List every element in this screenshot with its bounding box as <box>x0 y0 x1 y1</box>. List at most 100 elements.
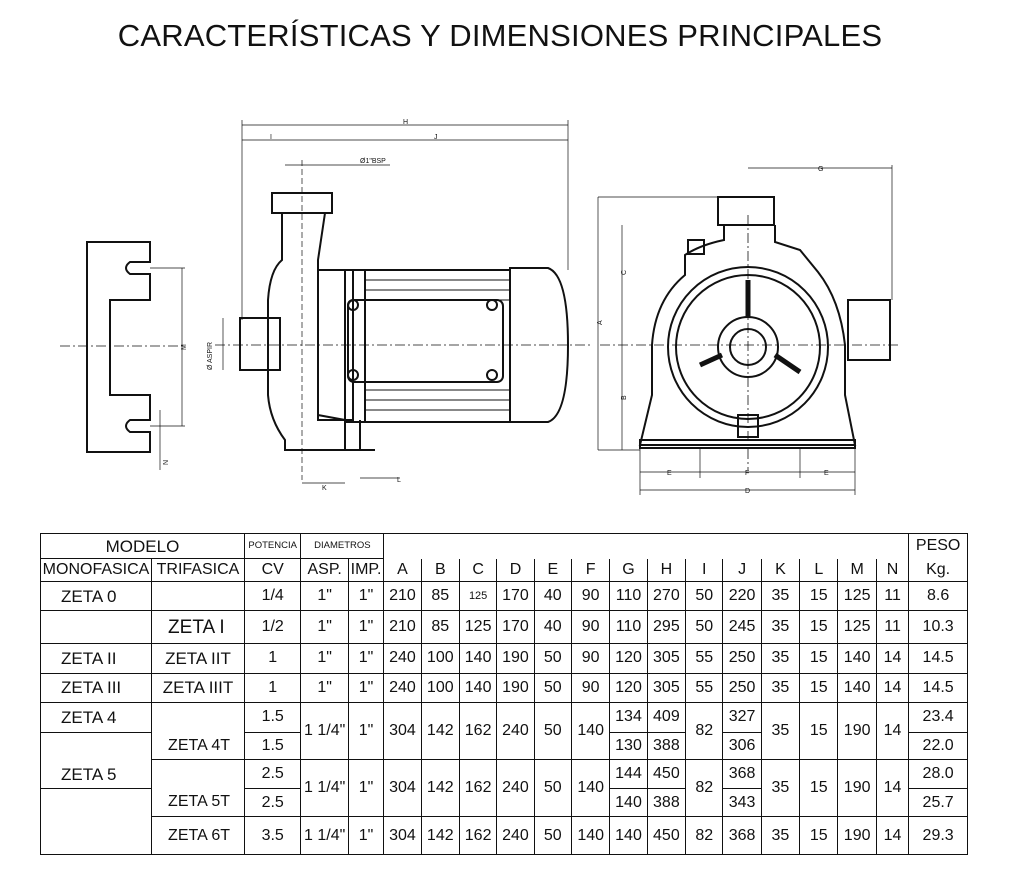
cell-h: 305 <box>646 643 687 674</box>
pump-front-view <box>597 165 900 495</box>
dim-label-i: I <box>270 134 272 141</box>
cell-g: 130 <box>609 731 648 761</box>
cell-imp: 1" <box>347 672 385 704</box>
cell-cv: 1.5 <box>243 731 302 761</box>
cell-e: 40 <box>533 610 572 645</box>
cell-imp: 1" <box>347 759 385 817</box>
dim-label-k: K <box>322 485 327 492</box>
table-row: ZETA II ZETA IIT 1 1" 1" 240 100 140 190… <box>39 643 968 674</box>
header-dim-l: L <box>799 558 839 582</box>
cell-m: 140 <box>837 672 877 704</box>
cell-f: 90 <box>570 580 611 612</box>
cell-h: 388 <box>646 788 687 817</box>
cell-g: 120 <box>609 643 648 674</box>
header-dim-j: J <box>722 558 762 582</box>
cell-m: 125 <box>837 580 877 612</box>
cell-i: 82 <box>685 816 724 855</box>
cell-c: 162 <box>458 816 498 855</box>
cell-peso: 10.3 <box>908 610 968 645</box>
cell-n: 14 <box>875 816 910 855</box>
dim-label-c: C <box>621 270 628 275</box>
header-peso: PESO <box>908 533 968 559</box>
cell-tri: ZETA IIIT <box>151 672 245 704</box>
cell-c: 125 <box>458 580 498 612</box>
dim-label-b: B <box>621 395 628 400</box>
header-dim-a: A <box>383 558 422 582</box>
header-potencia: POTENCIA <box>243 533 302 559</box>
header-dim-i: I <box>685 558 724 582</box>
cell-e: 50 <box>533 759 572 817</box>
cell-d: 170 <box>496 580 535 612</box>
header-dim-e: E <box>533 558 572 582</box>
cell-tri: ZETA 5T <box>151 788 245 817</box>
pump-side-view <box>215 120 590 484</box>
cell-d: 170 <box>496 610 535 645</box>
table-row: ZETA 6T 3.5 1 1/4" 1" 304 142 162 240 50… <box>39 816 968 855</box>
cell-n: 14 <box>875 643 910 674</box>
cell-a: 240 <box>383 643 422 674</box>
cell-k: 35 <box>760 610 801 645</box>
cell-j: 245 <box>722 610 762 645</box>
cell-b: 142 <box>420 816 460 855</box>
cell-c: 162 <box>458 759 498 817</box>
cell-imp: 1" <box>347 702 385 761</box>
cell-b: 142 <box>420 702 460 761</box>
cell-asp: 1 1/4" <box>300 702 349 761</box>
cell-b: 85 <box>420 580 460 612</box>
cell-asp: 1" <box>300 580 349 612</box>
cell-m: 140 <box>837 643 877 674</box>
table-row: ZETA 4T 1.5 130 388 306 22.0 <box>39 731 968 761</box>
header-imp: IMP. <box>347 558 385 582</box>
header-diametros: DIAMETROS <box>300 533 385 559</box>
cell-peso: 29.3 <box>908 816 968 855</box>
cell-k: 35 <box>760 759 801 817</box>
cell-g: 140 <box>609 816 648 855</box>
cell-g: 110 <box>609 610 648 645</box>
header-dims-spacer <box>383 533 910 559</box>
cell-i: 50 <box>685 610 724 645</box>
table-row: ZETA I 1/2 1" 1" 210 85 125 170 40 90 11… <box>39 610 968 645</box>
dim-label-e-right: E <box>824 470 829 477</box>
cell-asp: 1" <box>300 610 349 645</box>
header-dim-k: K <box>760 558 801 582</box>
cell-h: 450 <box>646 759 687 790</box>
dim-label-g: G <box>818 166 823 173</box>
header-modelo: MODELO <box>40 533 245 559</box>
cell-tri <box>151 759 245 789</box>
cell-a: 210 <box>383 610 422 645</box>
dim-label-m: M <box>181 344 188 350</box>
cell-g: 134 <box>609 702 648 733</box>
cell-l: 15 <box>799 610 839 645</box>
cell-d: 190 <box>496 672 535 704</box>
cell-mono <box>39 816 153 855</box>
cell-i: 55 <box>685 672 724 704</box>
cell-n: 14 <box>875 702 910 761</box>
dim-label-aspir: Ø ASPIR <box>207 342 214 370</box>
cell-n: 11 <box>875 610 910 645</box>
header-asp: ASP. <box>300 558 349 582</box>
dim-label-h: H <box>403 119 408 126</box>
cell-c: 162 <box>458 702 498 761</box>
cell-peso: 28.0 <box>908 759 968 790</box>
cell-h: 450 <box>646 816 687 855</box>
cell-asp: 1 1/4" <box>300 759 349 817</box>
cell-i: 82 <box>685 702 724 761</box>
cell-mono: ZETA 0 <box>39 580 153 612</box>
cell-e: 50 <box>533 672 572 704</box>
cell-g: 140 <box>609 788 648 817</box>
cell-h: 270 <box>646 580 687 612</box>
cell-peso: 14.5 <box>908 643 968 674</box>
cell-n: 14 <box>875 672 910 704</box>
table-row: ZETA III ZETA IIIT 1 1" 1" 240 100 140 1… <box>39 672 968 704</box>
cell-d: 240 <box>496 702 535 761</box>
cell-i: 82 <box>685 759 724 817</box>
cell-k: 35 <box>760 580 801 612</box>
header-dim-d: D <box>496 558 535 582</box>
cell-tri <box>151 580 245 612</box>
cell-peso: 22.0 <box>908 731 968 761</box>
cell-c: 140 <box>458 672 498 704</box>
cell-tri <box>151 702 245 733</box>
cell-j: 343 <box>722 788 762 817</box>
dim-label-bsp: Ø1"BSP <box>360 158 386 165</box>
cell-k: 35 <box>760 672 801 704</box>
